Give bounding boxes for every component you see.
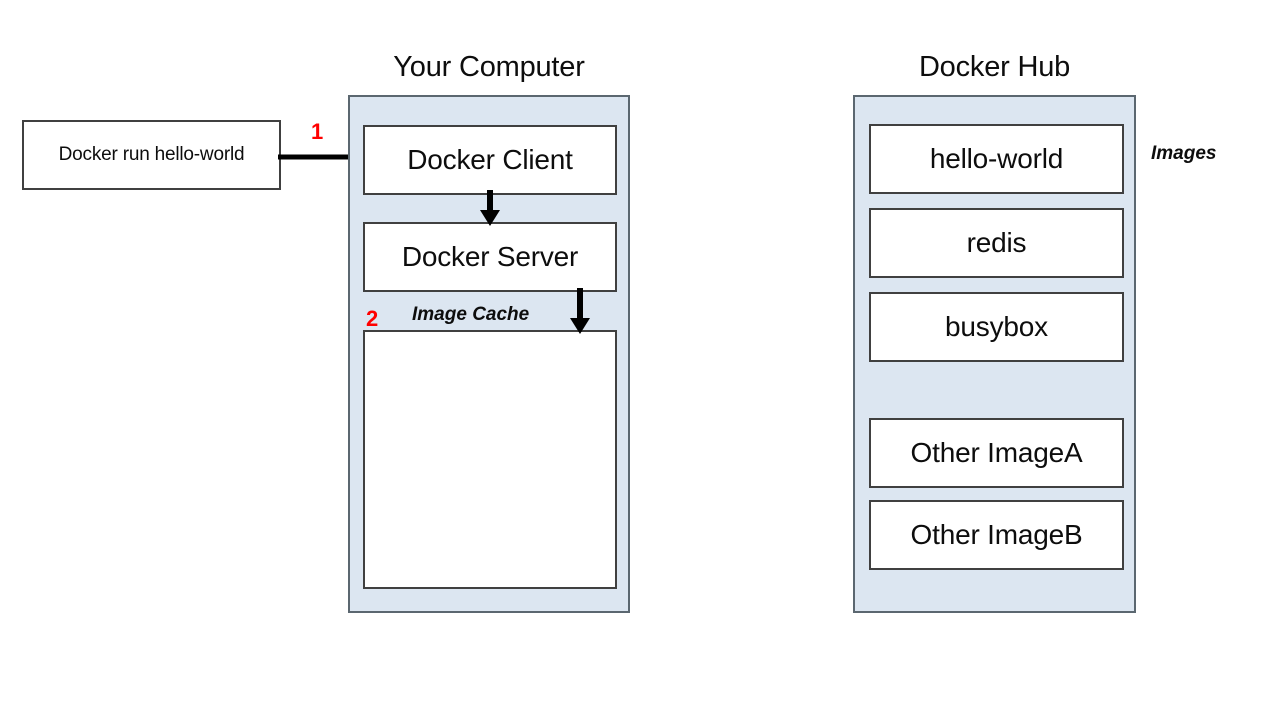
page-title-docker-hub: Docker Hub — [918, 51, 1071, 83]
arrow-docker-client-to-docker-server — [480, 190, 500, 226]
docker-hub-image-label: Other ImageB — [910, 519, 1083, 550]
images-label: Images — [1151, 143, 1217, 164]
docker-hub-image-label: redis — [966, 227, 1027, 258]
docker-server-label: Docker Server — [401, 241, 579, 272]
box-docker-server: Docker Server — [363, 222, 617, 292]
box-docker-client: Docker Client — [363, 125, 617, 195]
docker-hub-image-label: Other ImageA — [910, 437, 1083, 468]
step-marker-2: 2 — [366, 306, 379, 331]
docker-hub-image-box: redis — [869, 208, 1124, 278]
docker-hub-image-label: busybox — [945, 311, 1048, 342]
docker-hub-image-box: Other ImageA — [869, 418, 1124, 488]
docker-hub-image-box: hello-world — [869, 124, 1124, 194]
panel-docker-hub: hello-world redis busybox Other ImageA O… — [853, 95, 1136, 613]
command-box-label: Docker run hello-world — [58, 144, 245, 165]
docker-hub-image-box: Other ImageB — [869, 500, 1124, 570]
command-box: Docker run hello-world — [22, 120, 281, 190]
docker-client-label: Docker Client — [407, 144, 573, 175]
panel-your-computer: Docker Client Docker Server — [348, 95, 630, 613]
image-cache-label: Image Cache — [412, 304, 530, 325]
arrow-docker-server-to-image-cache — [570, 288, 590, 334]
docker-hub-image-box: busybox — [869, 292, 1124, 362]
step-marker-1: 1 — [311, 119, 324, 144]
box-image-cache — [363, 330, 617, 589]
page-title-your-computer: Your Computer — [393, 51, 585, 83]
docker-hub-image-label: hello-world — [929, 143, 1064, 174]
